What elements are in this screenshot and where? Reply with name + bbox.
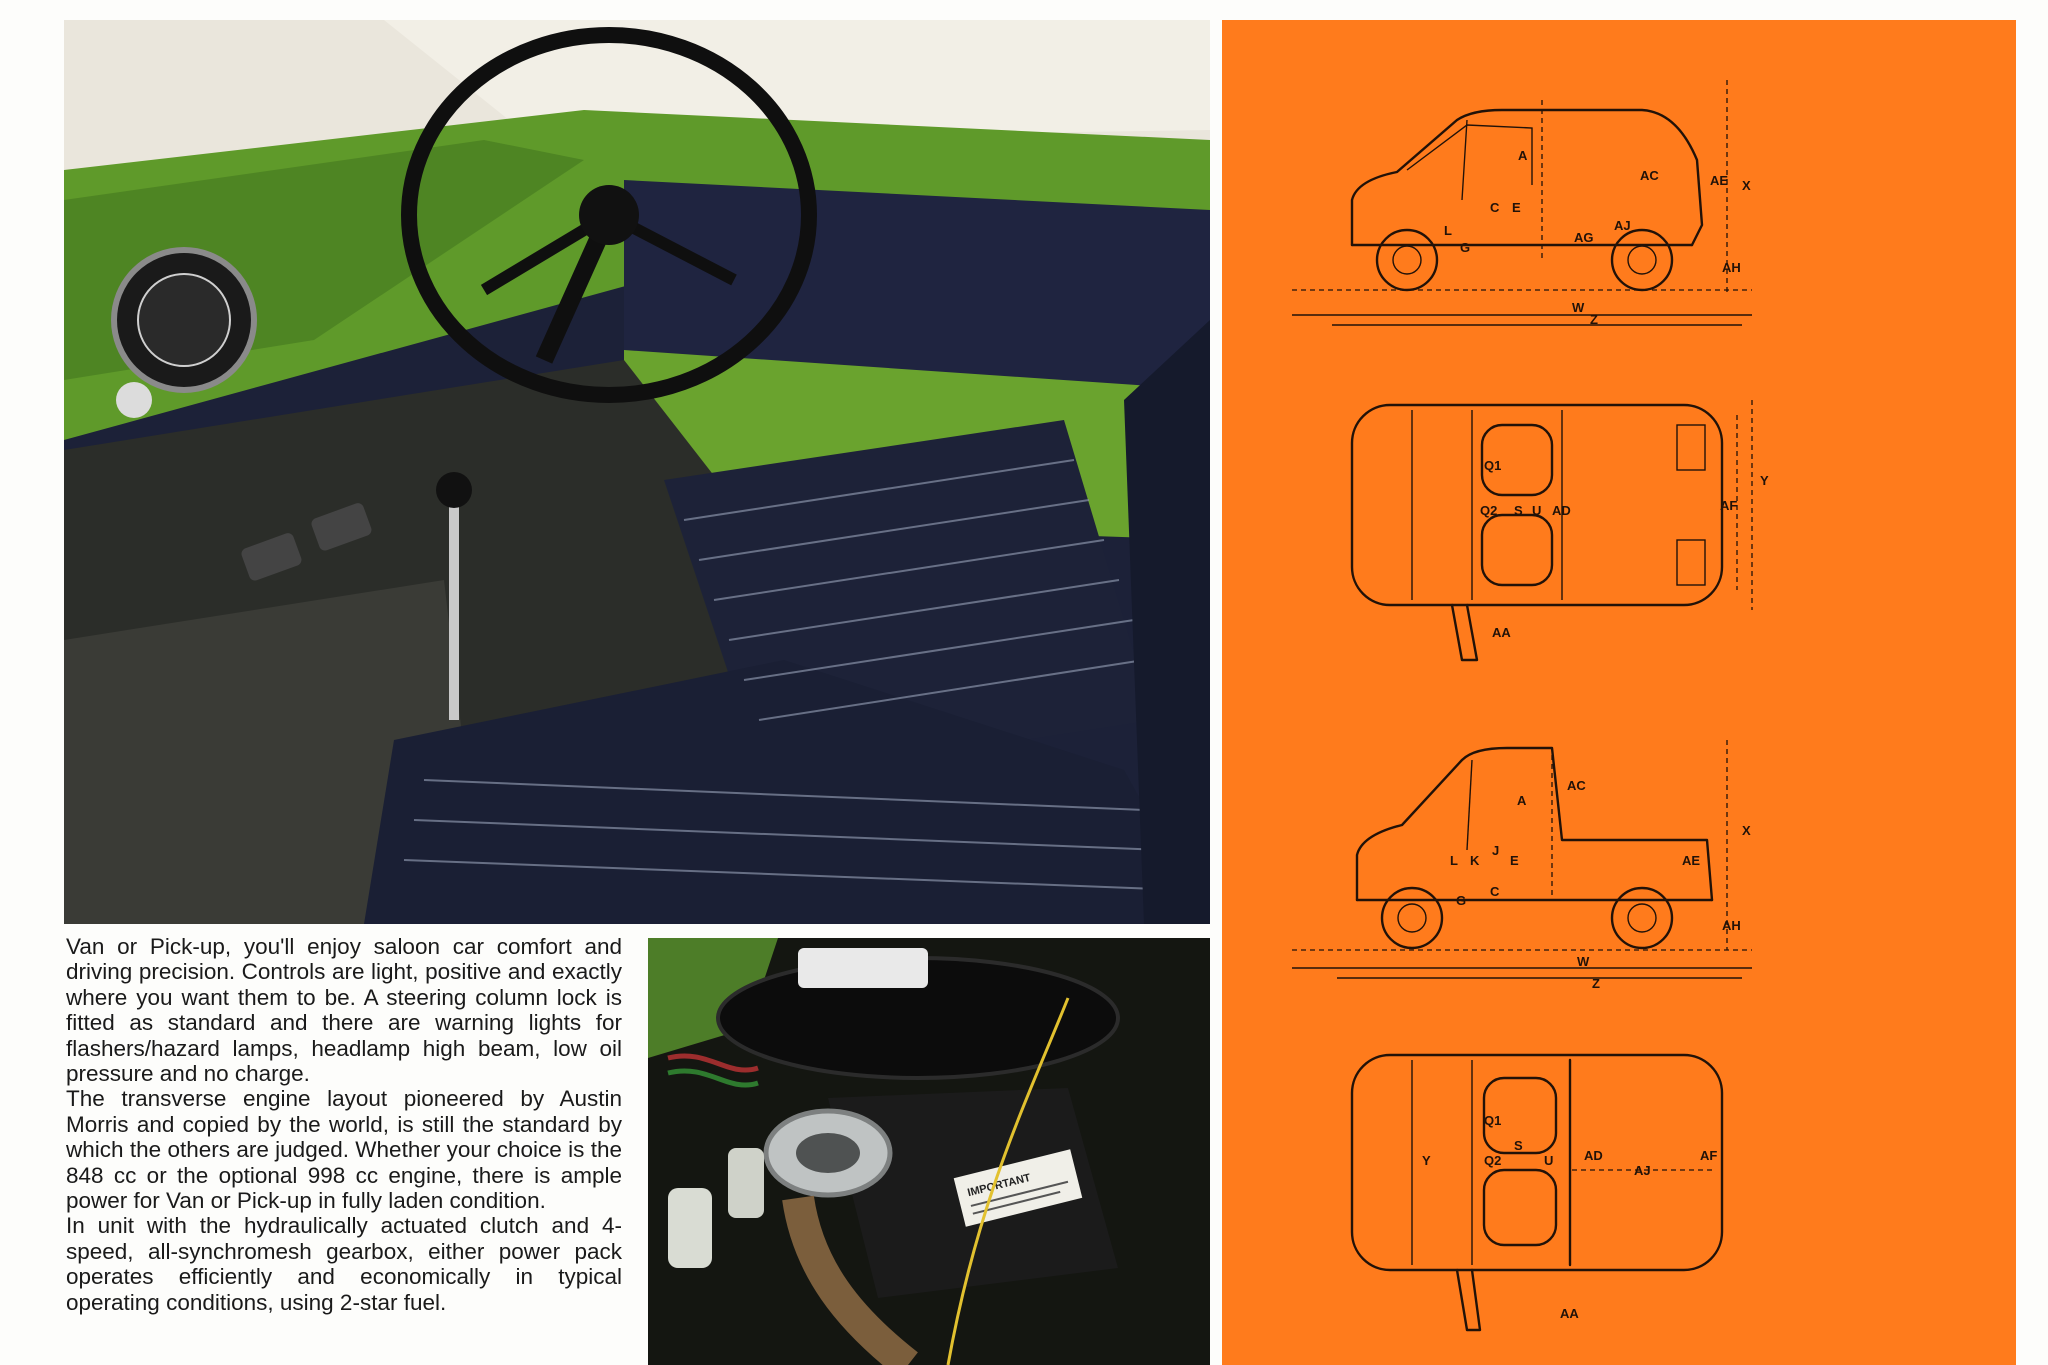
- van-plan-label: U: [1532, 503, 1541, 518]
- pickup-side-label: K: [1470, 853, 1480, 868]
- pickup-plan-label: AJ: [1634, 1163, 1651, 1178]
- van-plan-label: Q1: [1484, 458, 1501, 473]
- pickup-plan-label: Y: [1422, 1153, 1431, 1168]
- pickup-plan-label: Q1: [1484, 1113, 1501, 1128]
- van-plan-label: S: [1514, 503, 1523, 518]
- van-side-label: AH: [1722, 260, 1741, 275]
- pickup-side-drawing: A AC X AE L K J E G C AH W Z: [1292, 740, 1752, 991]
- pickup-side-label: X: [1742, 823, 1751, 838]
- van-side-label: W: [1572, 300, 1585, 315]
- pickup-side-label: AC: [1567, 778, 1586, 793]
- van-plan-label: AA: [1492, 625, 1511, 640]
- steering-wheel: [401, 27, 817, 403]
- pickup-plan-label: AF: [1700, 1148, 1717, 1163]
- pickup-side-label: J: [1492, 843, 1499, 858]
- van-side-label: AJ: [1614, 218, 1631, 233]
- van-plan-label: AF: [1720, 498, 1737, 513]
- pickup-side-label: AH: [1722, 918, 1741, 933]
- dimension-drawings-panel: A AC AE X C E L G AG AJ AH W Z: [1222, 20, 2016, 1365]
- van-side-label: G: [1460, 240, 1470, 255]
- pickup-side-label: Z: [1592, 976, 1600, 991]
- paragraph-gearbox: In unit with the hydraulically actuated …: [66, 1213, 622, 1315]
- van-plan-label: Y: [1760, 473, 1769, 488]
- van-side-label: E: [1512, 200, 1521, 215]
- pickup-side-label: A: [1517, 793, 1527, 808]
- paragraph-engine: The transverse engine layout pioneered b…: [66, 1086, 622, 1214]
- van-side-label: A: [1518, 148, 1528, 163]
- interior-photo: [64, 20, 1210, 924]
- van-side-label: AC: [1640, 168, 1659, 183]
- van-plan-drawing: Q1 Q2 S U AD Y AF AA: [1350, 400, 1769, 662]
- pickup-plan-label: S: [1514, 1138, 1523, 1153]
- van-side-label: X: [1742, 178, 1751, 193]
- van-side-label: Z: [1590, 312, 1598, 327]
- pickup-plan-drawing: Q1 S Q2 U AD AJ Y AF AA: [1350, 1053, 1724, 1332]
- van-side-label: AG: [1574, 230, 1594, 245]
- body-copy: Van or Pick-up, you'll enjoy saloon car …: [66, 934, 622, 1315]
- van-plan-label: Q2: [1480, 503, 1497, 518]
- van-side-label: L: [1444, 223, 1452, 238]
- van-side-label: C: [1490, 200, 1500, 215]
- pickup-side-label: L: [1450, 853, 1458, 868]
- engine-photo: IMPORTANT: [648, 938, 1210, 1365]
- pickup-side-label: E: [1510, 853, 1519, 868]
- pickup-side-label: W: [1577, 954, 1590, 969]
- pickup-plan-label: AA: [1560, 1306, 1579, 1321]
- pickup-side-label: C: [1490, 884, 1500, 899]
- seat-cushion-front: [364, 660, 1210, 924]
- pickup-side-label: G: [1456, 893, 1466, 908]
- pickup-plan-label: AD: [1584, 1148, 1603, 1163]
- van-plan-label: AD: [1552, 503, 1571, 518]
- pickup-plan-label: Q2: [1484, 1153, 1501, 1168]
- van-side-drawing: A AC AE X C E L G AG AJ AH W Z: [1292, 80, 1752, 327]
- pickup-side-label: AE: [1682, 853, 1700, 868]
- paragraph-controls: Van or Pick-up, you'll enjoy saloon car …: [66, 934, 622, 1087]
- pickup-plan-label: U: [1544, 1153, 1553, 1168]
- van-side-label: AE: [1710, 173, 1728, 188]
